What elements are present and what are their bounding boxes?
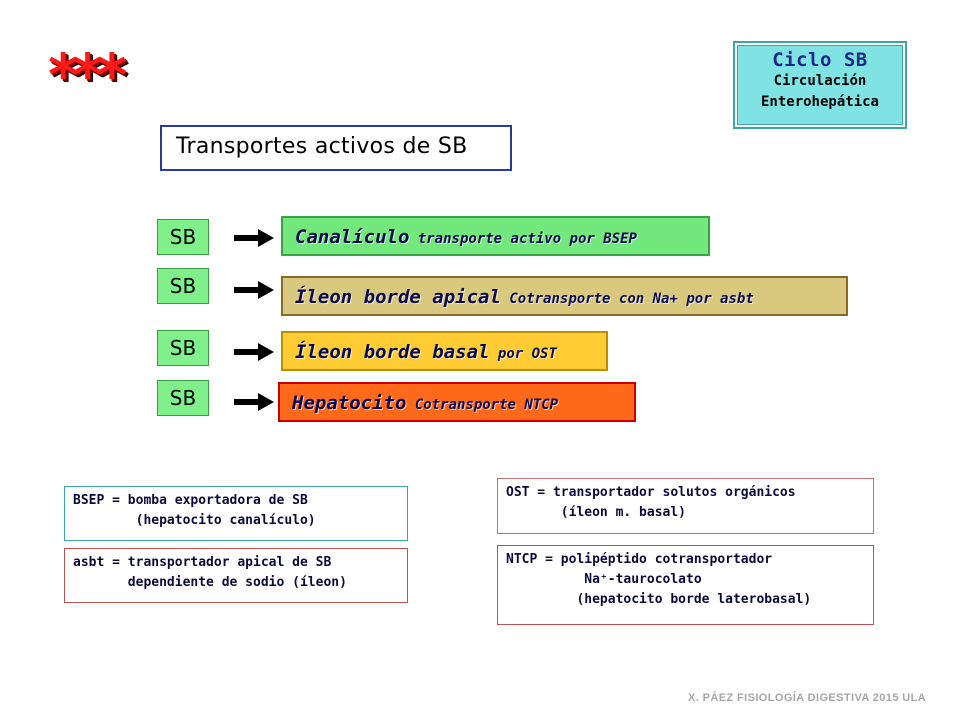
bar-detail: Cotransporte con Na+ por asbt	[500, 291, 754, 307]
note-ost: OST = transportador solutos orgánicos (í…	[497, 478, 874, 534]
note-bsep-line1: BSEP = bomba exportadora de SB	[73, 493, 308, 508]
sb-box-ileon-apical: SB	[157, 268, 209, 304]
note-asbt-line1: asbt = transportador apical de SB	[73, 555, 332, 570]
note-bsep-line2: (hepatocito canalículo)	[73, 513, 316, 528]
transport-bar-canaliculo: Canalículo transporte activo por BSEP	[281, 216, 710, 256]
bar-detail: Cotransporte NTCP	[406, 397, 559, 413]
bar-label: Íleon borde basal	[295, 341, 490, 363]
note-ost-line1: OST = transportador solutos orgánicos	[506, 485, 796, 500]
ciclo-line2: Enterohepática	[760, 94, 879, 110]
sb-box-canaliculo: SB	[157, 219, 209, 255]
stars-decoration: ***	[48, 41, 127, 109]
bar-label: Canalículo	[295, 226, 410, 248]
note-ntcp: NTCP = polipéptido cotransportador Na⁺-t…	[497, 545, 874, 625]
right-arrow-icon	[234, 393, 274, 411]
note-ntcp-line2: Na⁺-taurocolato	[506, 572, 702, 587]
bar-label: Íleon borde apical	[295, 286, 501, 308]
page-title: Transportes activos de SB	[160, 125, 512, 171]
transport-bar-hepatocito: Hepatocito Cotransporte NTCP	[278, 382, 636, 422]
ciclo-line1: Circulación	[773, 73, 867, 89]
note-ntcp-line3: (hepatocito borde laterobasal)	[506, 592, 812, 607]
note-bsep: BSEP = bomba exportadora de SB (hepatoci…	[64, 486, 408, 541]
note-asbt-line2: dependiente de sodio (íleon)	[73, 575, 347, 590]
ciclo-sb-box: Ciclo SB Circulación Enterohepática	[733, 41, 907, 129]
right-arrow-icon	[234, 343, 274, 361]
ciclo-title: Ciclo SB	[772, 49, 868, 71]
footer-credit: X. PÁEZ FISIOLOGÍA DIGESTIVA 2015 ULA	[688, 692, 927, 704]
note-asbt: asbt = transportador apical de SB depend…	[64, 548, 408, 603]
right-arrow-icon	[234, 281, 274, 299]
sb-box-hepatocito: SB	[157, 380, 209, 416]
transport-bar-ileon-apical: Íleon borde apical Cotransporte con Na+ …	[281, 276, 848, 316]
right-arrow-icon	[234, 229, 274, 247]
bar-detail: transporte activo por BSEP	[409, 231, 637, 247]
note-ost-line2: (íleon m. basal)	[506, 505, 687, 520]
bar-label: Hepatocito	[292, 392, 407, 414]
note-ntcp-line1: NTCP = polipéptido cotransportador	[506, 552, 773, 567]
sb-box-ileon-basal: SB	[157, 330, 209, 366]
bar-detail: por OST	[489, 346, 557, 362]
transport-bar-ileon-basal: Íleon borde basal por OST	[281, 331, 608, 371]
